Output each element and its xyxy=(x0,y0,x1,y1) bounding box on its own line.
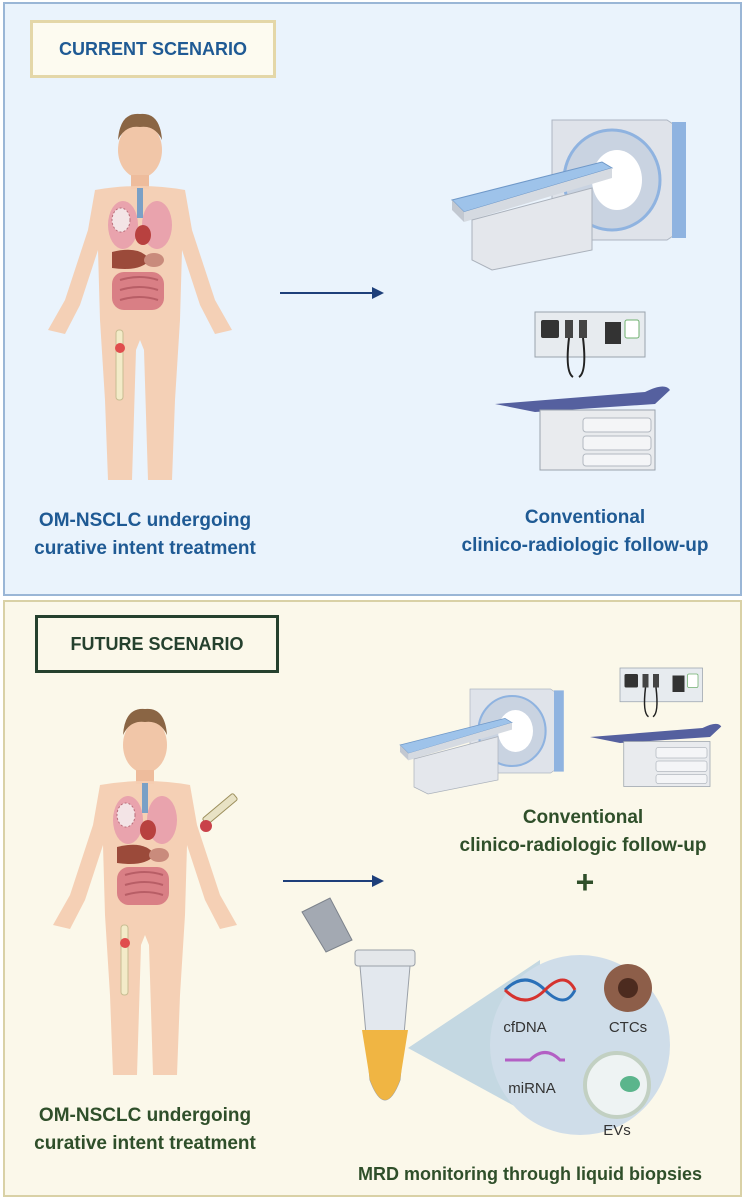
evs-label: EVs xyxy=(603,1122,631,1139)
current-patient-line2: curative intent treatment xyxy=(34,538,256,559)
ctc-cell-icon xyxy=(604,964,652,1012)
current-followup-line2: clinico-radiologic follow-up xyxy=(461,535,709,556)
dna-icon xyxy=(503,978,577,1002)
future-patient-caption: OM-NSCLC undergoing curative intent trea… xyxy=(0,1102,290,1158)
future-followup-caption: Conventional clinico-radiologic follow-u… xyxy=(428,804,738,860)
future-followup-line2: clinico-radiologic follow-up xyxy=(459,835,707,856)
future-followup-line1: Conventional xyxy=(522,807,644,828)
current-scenario-title: CURRENT SCENARIO xyxy=(30,20,276,78)
future-patient-line1: OM-NSCLC undergoing xyxy=(38,1105,252,1126)
current-patient-line1: OM-NSCLC undergoing xyxy=(38,510,252,531)
plus-icon: + xyxy=(575,864,595,900)
current-ct-scanner xyxy=(450,118,688,272)
future-ct-scanner xyxy=(398,687,565,796)
cfdna-label: cfDNA xyxy=(503,1019,547,1036)
future-exam-room xyxy=(589,667,722,788)
ev-vesicle-icon xyxy=(583,1051,651,1119)
mirna-icon xyxy=(505,1051,565,1062)
mrd-caption: MRD monitoring through liquid biopsies xyxy=(358,1164,702,1184)
current-human-figure xyxy=(47,112,233,481)
current-arrow xyxy=(280,287,384,299)
current-patient-caption: OM-NSCLC undergoing curative intent trea… xyxy=(0,507,290,563)
current-followup-caption: Conventional clinico-radiologic follow-u… xyxy=(440,504,730,560)
current-exam-room xyxy=(494,311,671,471)
future-scenario-title: FUTURE SCENARIO xyxy=(35,615,279,673)
future-arrow xyxy=(283,875,384,887)
blood-tube-icon xyxy=(301,897,416,1101)
ctcs-label: CTCs xyxy=(608,1019,648,1036)
syringe-icon xyxy=(200,793,238,832)
future-patient-line2: curative intent treatment xyxy=(34,1133,256,1154)
future-human-figure xyxy=(52,707,238,1076)
mirna-label: miRNA xyxy=(508,1080,556,1097)
current-followup-line1: Conventional xyxy=(524,507,646,528)
